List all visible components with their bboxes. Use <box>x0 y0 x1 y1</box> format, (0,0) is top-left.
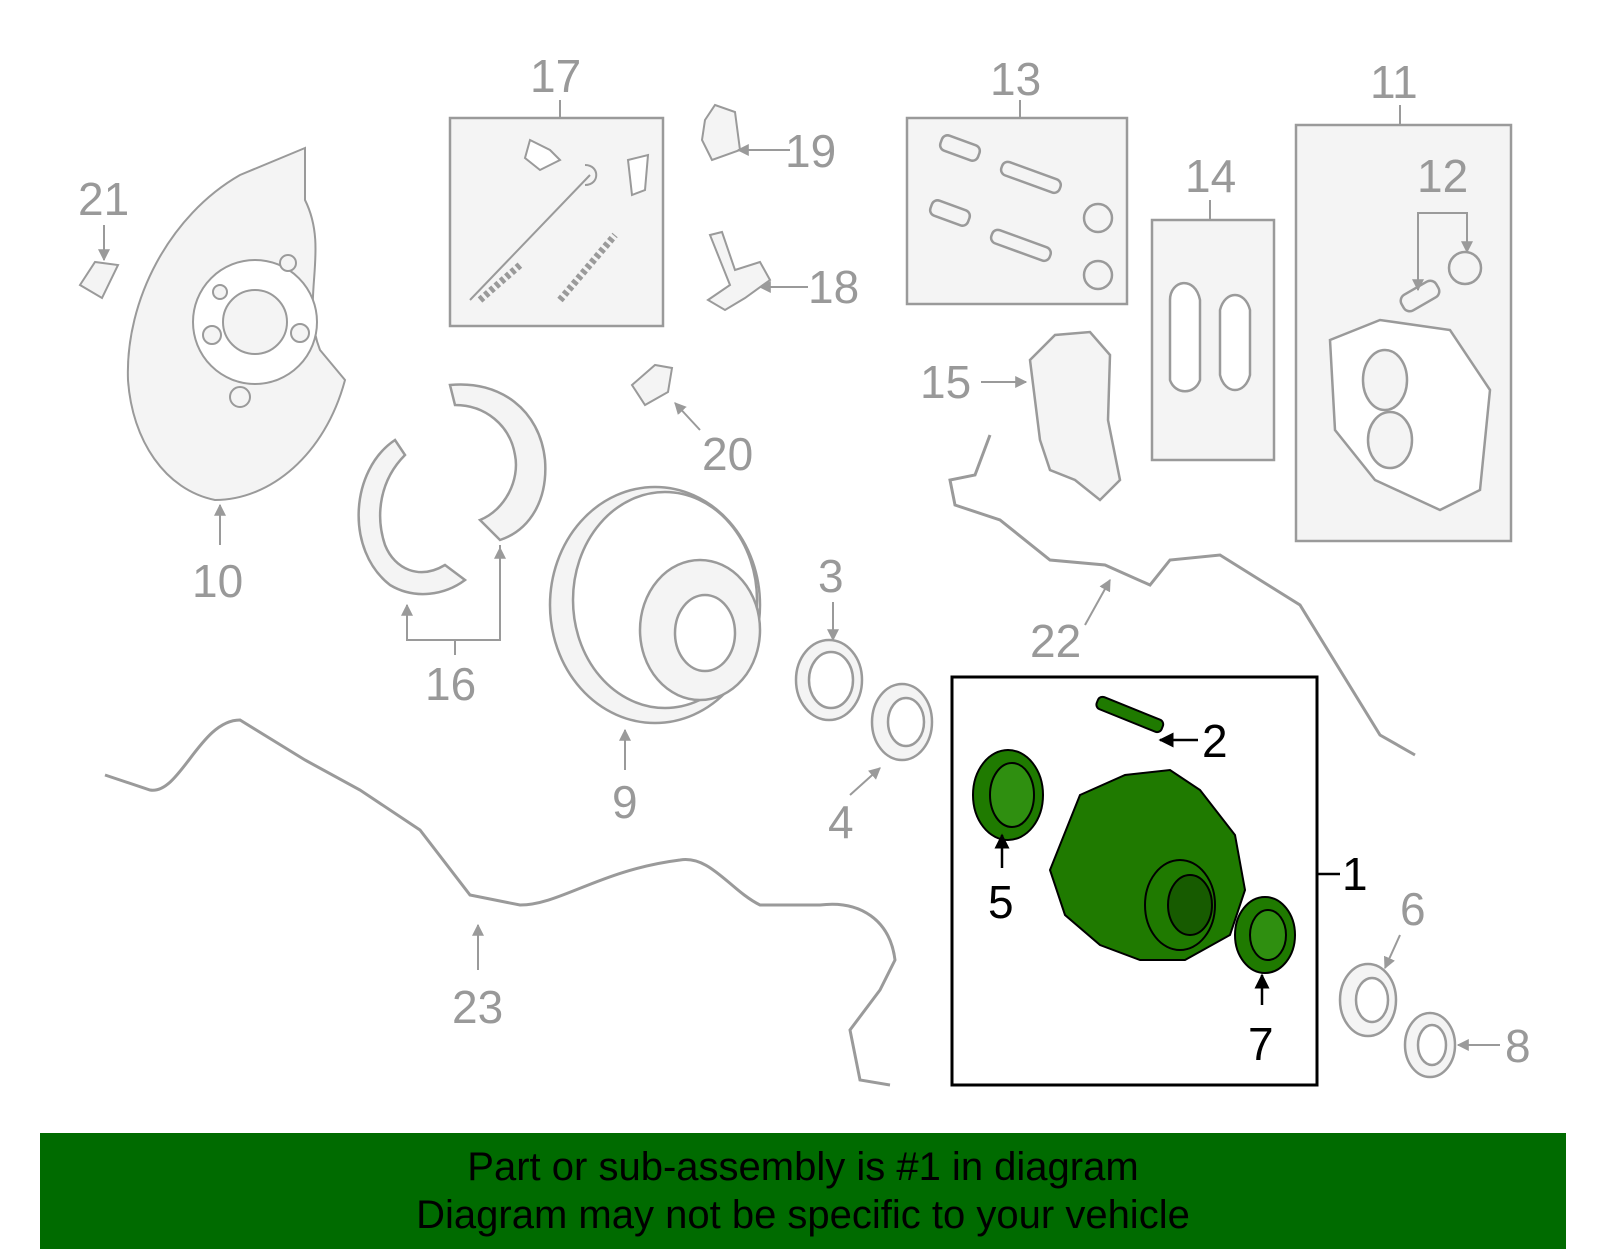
bolt-kit-box-13[interactable] <box>905 116 1129 306</box>
lever-part-18[interactable] <box>706 230 772 312</box>
callout-label-17: 17 <box>530 50 581 102</box>
callout-label-12: 12 <box>1417 150 1468 202</box>
callout-label-14: 14 <box>1185 150 1236 202</box>
callout-label-7: 7 <box>1248 1018 1274 1070</box>
callout-label-1: 1 <box>1342 848 1368 900</box>
callout-label-21: 21 <box>78 173 129 225</box>
callout-label-15: 15 <box>920 356 971 408</box>
wheel-hub-part[interactable] <box>1048 768 1247 961</box>
callout-label-23: 23 <box>452 981 503 1033</box>
callout-label-9: 9 <box>612 776 638 828</box>
callout-label-2: 2 <box>1202 715 1228 767</box>
clip-part-20[interactable] <box>630 363 674 407</box>
bearing-part-6[interactable] <box>1338 962 1398 1038</box>
callout-label-19: 19 <box>785 125 836 177</box>
seal-part-7[interactable] <box>1234 896 1296 974</box>
brake-pad-kit-box-14[interactable] <box>1150 218 1276 462</box>
callout-label-3: 3 <box>818 550 844 602</box>
callout-label-13: 13 <box>990 53 1041 105</box>
seal-part-8[interactable] <box>1403 1011 1457 1079</box>
brake-rotor-part[interactable] <box>548 485 762 725</box>
info-banner: Part or sub-assembly is #1 in diagram Di… <box>40 1133 1566 1249</box>
callout-label-6: 6 <box>1400 883 1426 935</box>
hardware-kit-box-17[interactable] <box>448 116 665 328</box>
callout-label-11: 11 <box>1370 56 1418 108</box>
caliper-bracket-part[interactable] <box>1028 330 1122 502</box>
hub-assembly-box <box>950 675 1319 1087</box>
callout-label-8: 8 <box>1505 1020 1531 1072</box>
clip-part-19[interactable] <box>700 103 742 162</box>
callout-label-22: 22 <box>1030 615 1081 667</box>
callout-leaders <box>98 100 1500 1051</box>
parts-diagram: 1 2 3 4 5 6 7 8 9 10 11 12 13 14 15 16 1… <box>78 50 1531 1087</box>
seal-part-5[interactable] <box>972 749 1044 841</box>
brake-shoes-part[interactable] <box>357 383 547 596</box>
banner-line-2: Diagram may not be specific to your vehi… <box>416 1193 1190 1237</box>
callout-label-20: 20 <box>702 428 753 480</box>
wheel-stud-part[interactable] <box>1095 695 1165 734</box>
clip-part-21[interactable] <box>78 260 120 300</box>
callout-label-16: 16 <box>425 658 476 710</box>
callout-label-18: 18 <box>808 261 859 313</box>
backing-plate-part[interactable] <box>126 146 347 502</box>
caliper-box-11[interactable] <box>1294 123 1513 543</box>
brake-hose-part[interactable] <box>948 434 1416 757</box>
callout-label-10: 10 <box>192 555 243 607</box>
banner-line-1: Part or sub-assembly is #1 in diagram <box>467 1145 1139 1189</box>
bearing-part-4[interactable] <box>870 682 934 762</box>
callout-leaders-active <box>994 732 1340 1005</box>
seal-part-3[interactable] <box>794 638 864 722</box>
callout-label-5: 5 <box>988 876 1014 928</box>
wheel-speed-sensor-part[interactable] <box>104 718 897 1087</box>
callout-label-4: 4 <box>828 796 854 848</box>
